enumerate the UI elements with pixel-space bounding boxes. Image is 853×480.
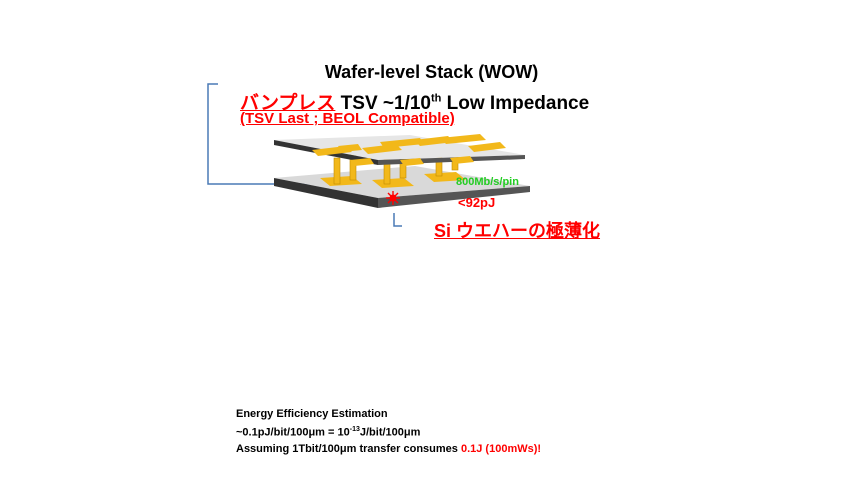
lower-wafer-edge [274, 178, 378, 208]
diagram-title: Wafer-level Stack (WOW) [324, 62, 539, 82]
low-impedance-text: Low Impedance [441, 93, 590, 114]
bandwidth-label: 800Mb/s/pin [456, 176, 519, 188]
bumpless-label: バンプレス [240, 93, 336, 114]
tsv-ratio-text: TSV ~1/10 [335, 93, 431, 114]
energy-per-bit-label: <92pJ [458, 195, 495, 210]
top-bracket-connector [207, 83, 328, 185]
energy-heading: Energy Efficiency Estimation [236, 408, 388, 420]
energy-estimation-block: Energy Efficiency Estimation ~0.1pJ/bit/… [236, 406, 541, 457]
energy-formula-line: ~0.1pJ/bit/100μm = 10-13J/bit/100μm [236, 426, 421, 439]
tsv-ratio-superscript: th [430, 92, 442, 105]
lower-wafer-side [378, 186, 530, 208]
energy-assumption-line: Assuming 1Tbit/100μm transfer consumes 0… [236, 442, 542, 455]
tsv-last-subtitle: (TSV Last ; BEOL Compatible) [240, 110, 455, 127]
upper-traces [312, 134, 506, 166]
bottom-bracket-connector [393, 213, 402, 227]
spark-icon [386, 191, 400, 205]
si-thinning-label: Si ウエハーの極薄化 [434, 221, 601, 241]
tsv-impedance-heading: バンプレス TSV ~1/10th Low Impedance [240, 88, 589, 115]
